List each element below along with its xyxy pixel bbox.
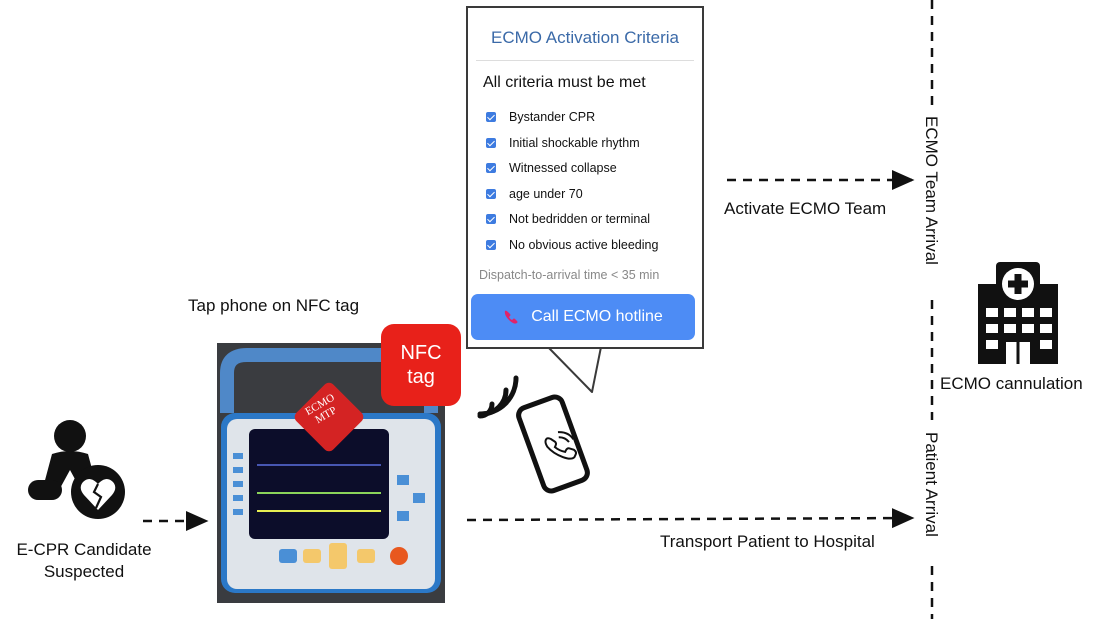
checkbox-checked[interactable] [486,240,496,250]
arrow-to-hospital [466,508,915,529]
ecmo-cannulation-label: ECMO cannulation [940,374,1083,393]
popup-title: ECMO Activation Criteria [491,28,679,47]
popup-divider [476,60,694,61]
criteria-label: No obvious active bleeding [509,238,659,252]
broken-heart-icon [80,479,116,510]
cpr-person-icon [28,420,125,519]
popup-subtitle: All criteria must be met [483,74,646,91]
popup-tail [547,346,602,393]
patient-arrival-label: Patient Arrival [922,432,941,537]
smartphone-icon [516,394,590,494]
hospital-icon [978,262,1058,364]
criteria-label: age under 70 [509,187,583,201]
transport-patient-label: Transport Patient to Hospital [660,532,875,551]
criteria-item[interactable]: Witnessed collapse [486,161,617,175]
criteria-label: Initial shockable rhythm [509,136,640,150]
nfc-wave-icon [477,375,519,419]
criteria-item[interactable]: age under 70 [486,187,583,201]
criteria-item[interactable]: Bystander CPR [486,110,595,124]
criteria-item[interactable]: No obvious active bleeding [486,238,658,252]
criteria-item[interactable]: Not bedridden or terminal [486,212,650,226]
criteria-label: Not bedridden or terminal [509,212,651,226]
checkbox-checked[interactable] [486,189,496,199]
call-ecmo-hotline-button[interactable]: Call ECMO hotline [471,294,695,340]
phone-call-icon [544,431,578,460]
criteria-label: Bystander CPR [509,110,596,124]
ecmo-team-arrival-label: ECMO Team Arrival [922,116,941,265]
checkbox-checked[interactable] [486,138,496,148]
tap-label: Tap phone on NFC tag [188,296,360,315]
criteria-item[interactable]: Initial shockable rhythm [486,136,640,150]
dispatch-time-note: Dispatch-to-arrival time < 35 min [479,268,660,282]
criteria-label: Witnessed collapse [509,161,617,175]
hotline-button-label: Call ECMO hotline [531,308,663,325]
ecmo-criteria-popup: ECMO Activation Criteria All criteria mu… [466,6,704,349]
candidate-label: E-CPR Candidate Suspected [16,540,152,581]
phone-icon [505,310,518,324]
activate-ecmo-team-label: Activate ECMO Team [724,199,887,218]
nfc-tag-badge: NFC tag [381,324,461,406]
checkbox-checked[interactable] [486,112,496,122]
checkbox-checked[interactable] [486,163,496,173]
checkbox-checked[interactable] [486,214,496,224]
